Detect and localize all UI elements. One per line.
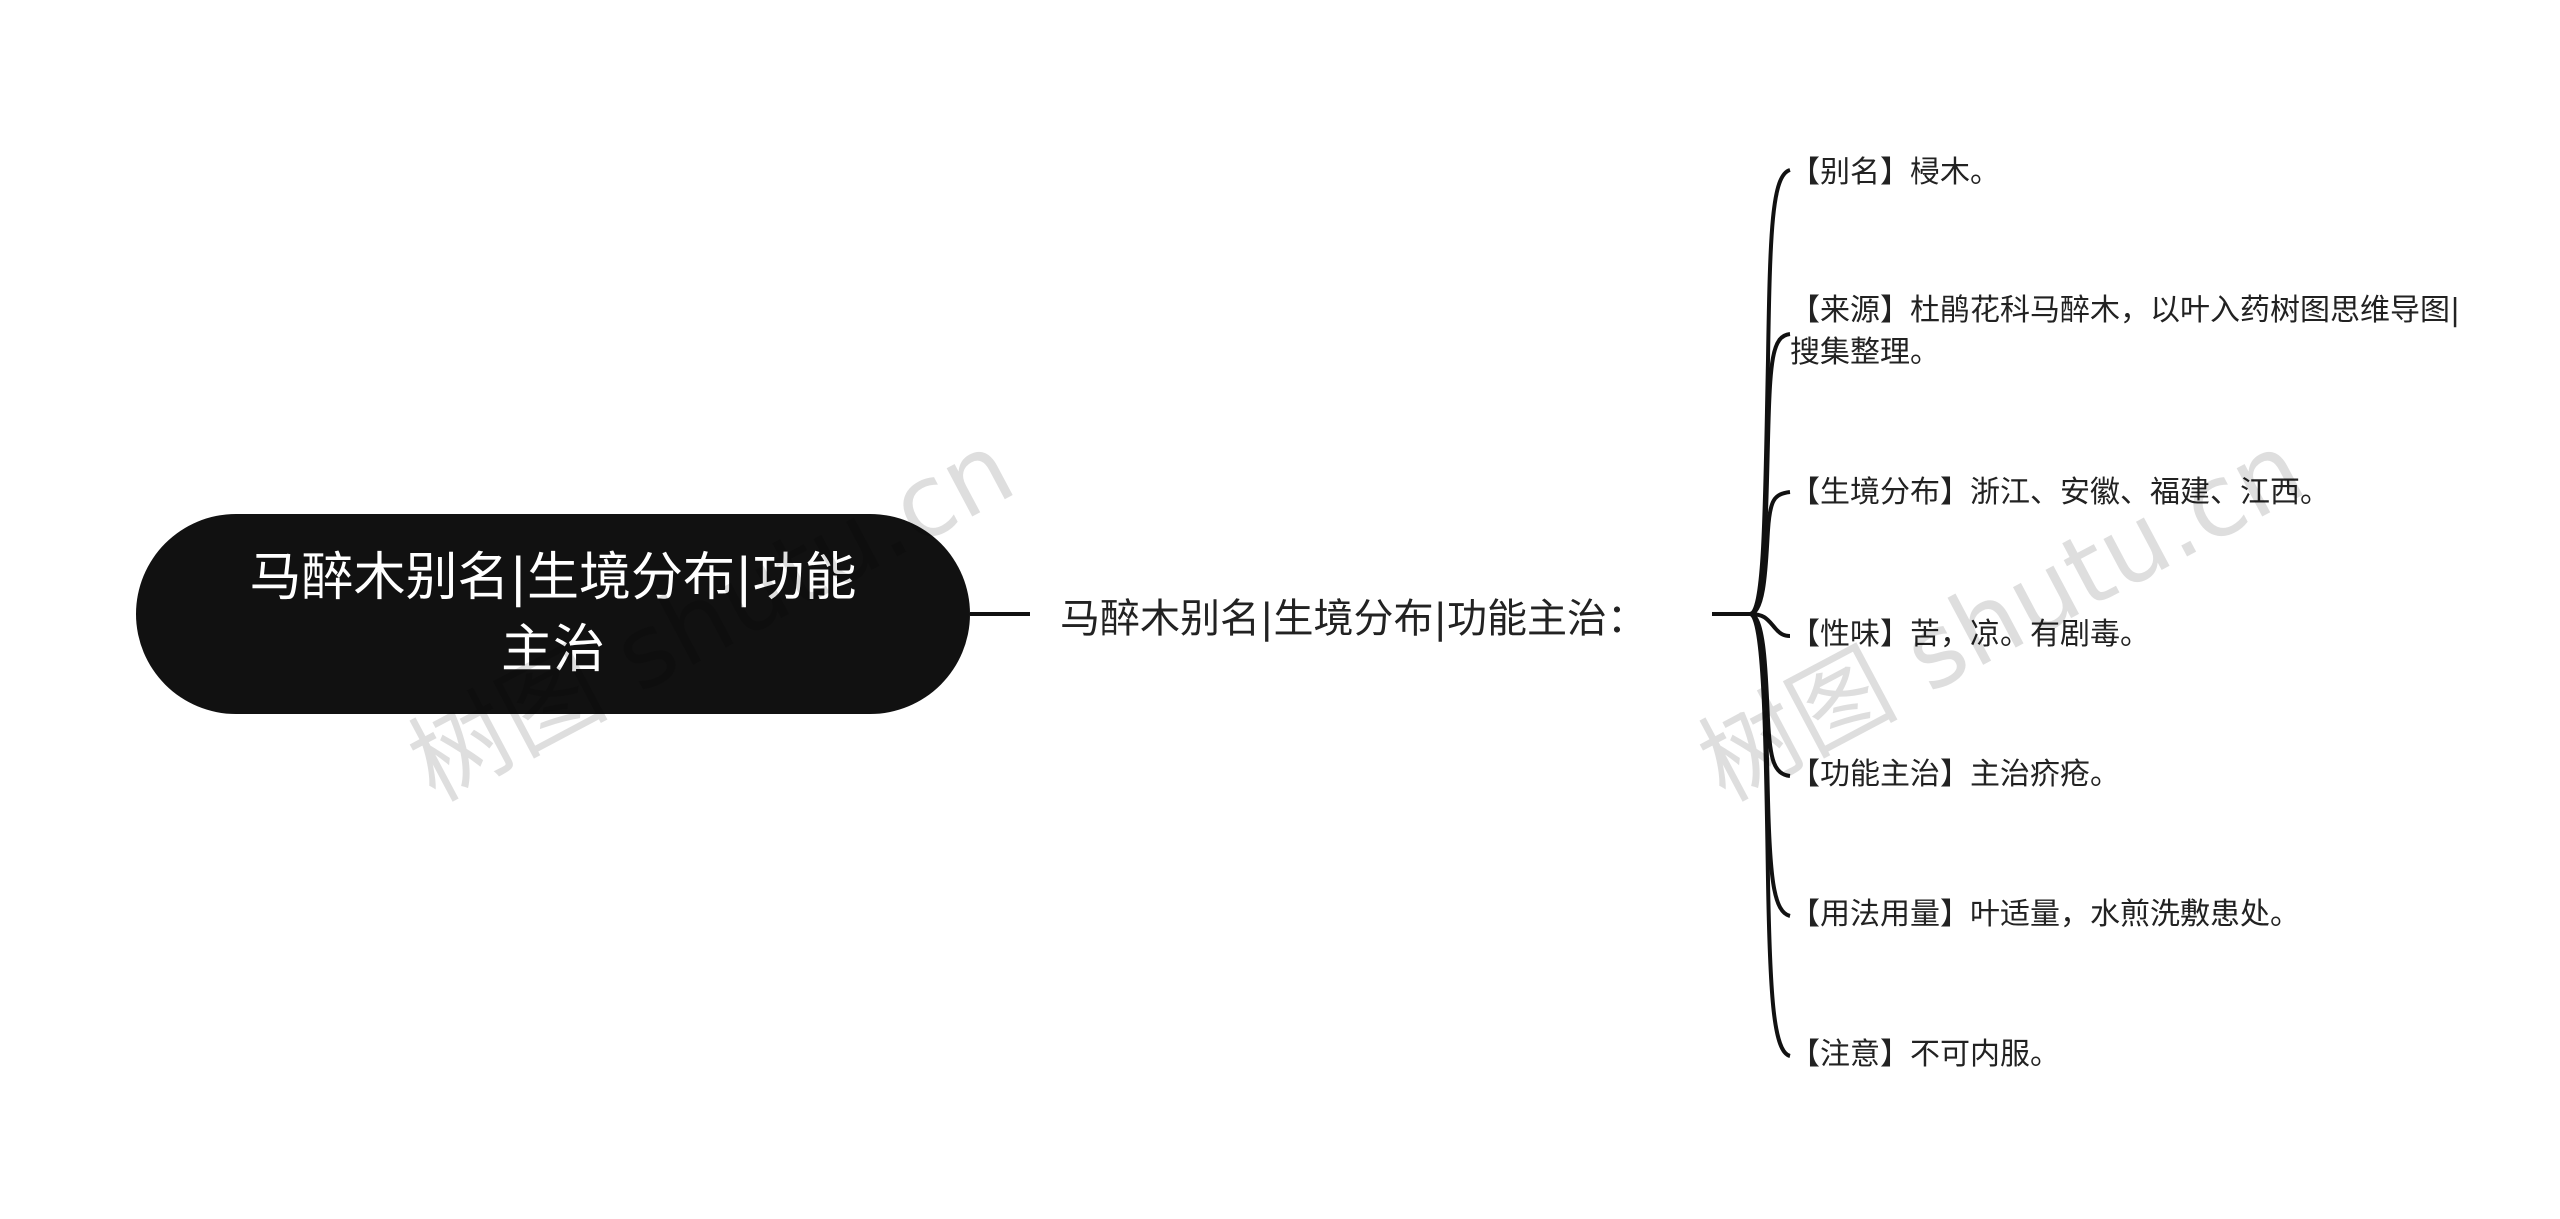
leaf-node-function[interactable]: 【功能主治】主治疥疮。 xyxy=(1790,757,2120,792)
leaf-node-habitat[interactable]: 【生境分布】浙江、安徽、福建、江西。 xyxy=(1790,475,2330,510)
root-label-line2: 主治 xyxy=(500,620,605,680)
branch-curve-3 xyxy=(1749,612,1791,638)
leaf-node-source[interactable]: 【来源】杜鹃花科马醉木，以叶入药树图思维导图|搜集整理。 xyxy=(1790,293,2461,370)
root-label-line1: 马醉木别名|生境分布|功能 xyxy=(249,548,857,608)
mid-node[interactable]: 马醉木别名|生境分布|功能主治： xyxy=(1060,585,1647,645)
branch-curve-5 xyxy=(1749,612,1791,918)
root-label: 马醉木别名|生境分布|功能 主治 xyxy=(249,542,856,686)
branch-curve-1 xyxy=(1749,332,1791,616)
leaf-node-usage[interactable]: 【用法用量】叶适量，水煎洗敷患处。 xyxy=(1790,897,2300,932)
branch-curve-4 xyxy=(1749,612,1791,778)
branch-curve-6 xyxy=(1749,612,1791,1058)
branch-curve-2 xyxy=(1749,490,1791,616)
root-node[interactable]: 马醉木别名|生境分布|功能 主治 xyxy=(136,514,970,714)
leaf-node-caution[interactable]: 【注意】不可内服。 xyxy=(1790,1037,2060,1072)
leaf-node-alias[interactable]: 【别名】梫木。 xyxy=(1790,155,2000,190)
leaf-node-nature[interactable]: 【性味】苦，凉。有剧毒。 xyxy=(1790,617,2150,652)
mid-label: 马醉木别名|生境分布|功能主治： xyxy=(1060,596,1647,642)
